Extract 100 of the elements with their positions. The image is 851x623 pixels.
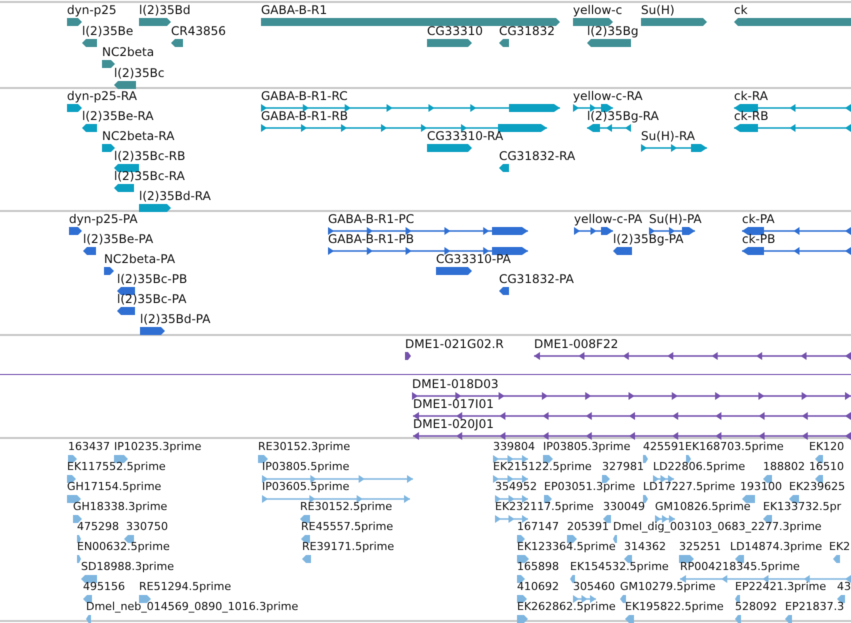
feature-label: CG31832-RA	[499, 149, 576, 163]
feature-label: 167147	[517, 520, 559, 534]
feature-label: RP004218345.5prime	[680, 560, 800, 574]
feature-label: l(2)35Bc	[114, 66, 164, 80]
feature-label: CG33310-RA	[427, 129, 504, 143]
feature-label: CR43856	[171, 24, 226, 38]
feature-label: l(2)35Bc-PA	[117, 292, 186, 306]
feature-label: Su(H)	[641, 3, 675, 17]
feature-label: GABA-B-R1-PB	[328, 232, 414, 246]
feature-label: 327981	[602, 460, 644, 474]
feature-label: l(2)35Be-PA	[83, 232, 154, 246]
feature-label: 163437	[68, 440, 110, 454]
feature-label: ck	[734, 3, 748, 17]
feature-label: 354952	[495, 480, 537, 494]
feature-label: DME1-018D03	[412, 377, 499, 391]
feature-label: l(2)35Bd-RA	[139, 189, 211, 203]
feature-label: GABA-B-R1-RB	[261, 109, 348, 123]
feature-label: ck-PA	[742, 212, 775, 226]
feature-label: DME1-020J01	[413, 417, 494, 431]
feature-label: EK133732.5pr	[763, 500, 842, 514]
feature-label: 339804	[493, 440, 535, 454]
feature-label: RE30152.3prime	[258, 440, 350, 454]
feature-label: 188802	[763, 460, 805, 474]
feature-label: l(2)35Bc-RA	[114, 169, 185, 183]
feature-label: EK168703.5prime	[685, 440, 784, 454]
feature-label: GABA-B-R1-PC	[328, 212, 414, 226]
feature-label: dyn-p25-RA	[67, 89, 137, 103]
feature-label: l(2)35Be	[82, 24, 134, 38]
feature-label: GABA-B-R1	[261, 3, 328, 17]
feature-label: GM10279.5prime	[620, 580, 716, 594]
feature-label: ck-PB	[742, 232, 776, 246]
feature-label: l(2)35Bc-PB	[117, 272, 188, 286]
feature-label: EP22421.3prime	[735, 580, 826, 594]
feature-label: 325251	[679, 540, 721, 554]
feature-label: IP03805.5prime	[262, 460, 350, 474]
feature-label: 495156	[83, 580, 125, 594]
feature-label: yellow-c-RA	[573, 89, 643, 103]
feature-label: 475298	[77, 520, 119, 534]
feature-label: RE30152.5prime	[300, 500, 392, 514]
feature-label: IP03805.3prime	[543, 440, 630, 454]
feature-label: l(2)35Bc-RB	[114, 149, 186, 163]
feature-label: CG31832	[499, 24, 555, 38]
feature-label: 410692	[517, 580, 559, 594]
feature-label: EK154532.5prime	[570, 560, 669, 574]
feature-label: 330750	[126, 520, 168, 534]
feature-label: RE39171.5prime	[302, 540, 394, 554]
feature-label: EP21837.3	[785, 600, 844, 614]
feature-label: NC2beta	[102, 45, 154, 59]
feature-label: 305460	[573, 580, 615, 594]
feature-label: EK117552.5prime	[67, 460, 166, 474]
feature-label: yellow-c-PA	[574, 212, 642, 226]
feature-label: RE51294.5prime	[139, 580, 232, 594]
feature-label: ck-RA	[734, 89, 768, 103]
feature-label: 314362	[624, 540, 666, 554]
feature-label: DME1-017I01	[413, 397, 494, 411]
feature-label: LD17227.5prime	[643, 480, 736, 494]
feature-label: DME1-021G02.R	[405, 337, 504, 351]
feature-label: l(2)35Bg	[587, 24, 638, 38]
feature-label: SD18988.3prime	[81, 560, 174, 574]
feature-label: EK195822.5prime	[625, 600, 724, 614]
feature-label: GH17154.5prime	[67, 480, 162, 494]
feature-label: DME1-008F22	[534, 337, 618, 351]
feature-label: CG31832-PA	[499, 272, 574, 286]
feature-label: ck-RB	[734, 109, 768, 123]
feature-label: GM10826.5prime	[655, 500, 751, 514]
feature-label: EK232117.5prime	[495, 500, 594, 514]
feature-label: EK262862.5prime	[517, 600, 616, 614]
feature-label: l(2)35Bd-PA	[140, 312, 210, 326]
feature-label: Su(H)-RA	[641, 129, 695, 143]
feature-label: Dmel_dig_003103_0683_2277.3prime	[613, 520, 822, 534]
feature-label: NC2beta-PA	[104, 252, 176, 266]
feature-label: LD14874.3prime	[730, 540, 822, 554]
feature-label: EK2	[829, 540, 850, 554]
feature-label: EK120	[809, 440, 844, 454]
feature-label: CG33310-PA	[436, 252, 511, 266]
feature-label: 43	[837, 580, 851, 594]
feature-label: NC2beta-RA	[102, 129, 174, 143]
feature-label: 528092	[735, 600, 777, 614]
feature-label: EK123364.5prime	[517, 540, 616, 554]
feature-label: l(2)35Bg-RA	[587, 109, 659, 123]
feature-label: 193100	[740, 480, 782, 494]
feature-label: IP03605.5prime	[262, 480, 350, 494]
feature-label: Su(H)-PA	[649, 212, 702, 226]
feature-label: 205391	[567, 520, 609, 534]
feature-label: dyn-p25-PA	[69, 212, 138, 226]
feature-label: 425591	[643, 440, 685, 454]
feature-label: l(2)35Bd	[139, 3, 190, 17]
feature-label: dyn-p25	[67, 3, 117, 17]
feature-label: GABA-B-R1-RC	[261, 89, 348, 103]
feature-label: EK239625	[789, 480, 846, 494]
feature-label: 165898	[517, 560, 559, 574]
feature-label: Dmel_neb_014569_0890_1016.3prime	[86, 600, 298, 614]
feature-label: EN00632.5prime	[77, 540, 170, 554]
feature-label: l(2)35Be-RA	[82, 109, 154, 123]
feature-label: CG33310	[427, 24, 483, 38]
feature-label: IP10235.3prime	[114, 440, 202, 454]
feature-label: 16510	[809, 460, 844, 474]
feature-label: GH18338.3prime	[73, 500, 168, 514]
feature-label: yellow-c	[573, 3, 622, 17]
feature-label: LD22806.5prime	[653, 460, 746, 474]
